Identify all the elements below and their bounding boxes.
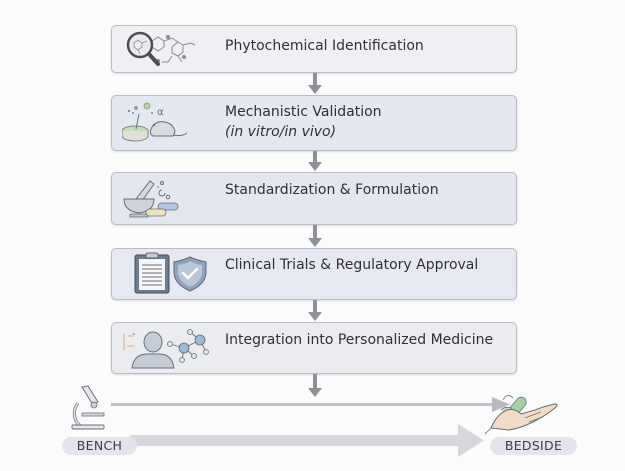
petri-dish-mouse-icon: α <box>122 102 188 142</box>
step-phytochemical-identification: Phytochemical Identification <box>111 25 517 73</box>
bench-label: BENCH <box>62 437 137 455</box>
step-mechanistic-validation: α Mechanistic Validation (in vitro/in vi… <box>111 95 517 151</box>
step-title: Mechanistic Validation <box>225 104 382 120</box>
bedside-label: BEDSIDE <box>490 437 577 455</box>
step-title: Phytochemical Identification <box>225 38 424 54</box>
thin-translation-arrow <box>111 397 510 412</box>
thick-translation-arrow <box>130 424 484 457</box>
step-title: Standardization & Formulation <box>225 182 439 198</box>
step-standardization-formulation: Standardization & Formulation <box>111 172 517 225</box>
mortar-capsules-icon <box>123 179 179 217</box>
step-subtitle: (in vitro/in vivo) <box>225 124 337 140</box>
flow-arrow <box>308 225 322 248</box>
microscope-icon <box>71 385 105 430</box>
hand-capsule-icon <box>485 395 558 435</box>
magnifier-molecule-icon <box>126 31 196 66</box>
flow-arrow <box>308 151 322 172</box>
step-integration-personalized-medicine: Integration into Personalized Medicine <box>111 322 517 374</box>
flow-arrow <box>308 300 322 322</box>
bench-bedside-arrows <box>111 397 510 457</box>
flow-arrow <box>308 73 322 95</box>
clipboard-shield-icon <box>134 252 207 294</box>
svg-text:α: α <box>157 107 164 118</box>
flow-arrow <box>308 374 322 398</box>
step-title: Clinical Trials & Regulatory Approval <box>225 257 479 273</box>
person-network-icon <box>123 329 209 369</box>
step-title: Integration into Personalized Medicine <box>225 332 494 348</box>
step-clinical-trials-regulatory: Clinical Trials & Regulatory Approval <box>111 248 517 300</box>
